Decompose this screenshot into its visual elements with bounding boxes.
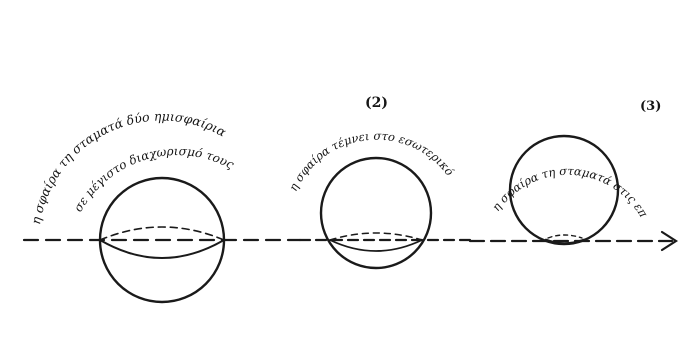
sphere-3-back-mark <box>548 235 582 238</box>
sphere-1-back-ellipse <box>100 227 224 240</box>
sphere-1-front-ellipse <box>100 240 224 258</box>
sphere-2 <box>321 158 431 268</box>
sphere-2-front-ellipse <box>330 240 422 251</box>
label-sphere-3: (3) <box>640 99 661 114</box>
sphere-3 <box>510 136 618 244</box>
sphere-2-back-ellipse <box>330 233 422 240</box>
label-sphere-2: (2) <box>365 95 388 111</box>
sphere-3-outline <box>510 136 618 244</box>
annotation-sphere-2: η σφαίρα τέμνει στο εσωτερικό <box>286 129 457 194</box>
